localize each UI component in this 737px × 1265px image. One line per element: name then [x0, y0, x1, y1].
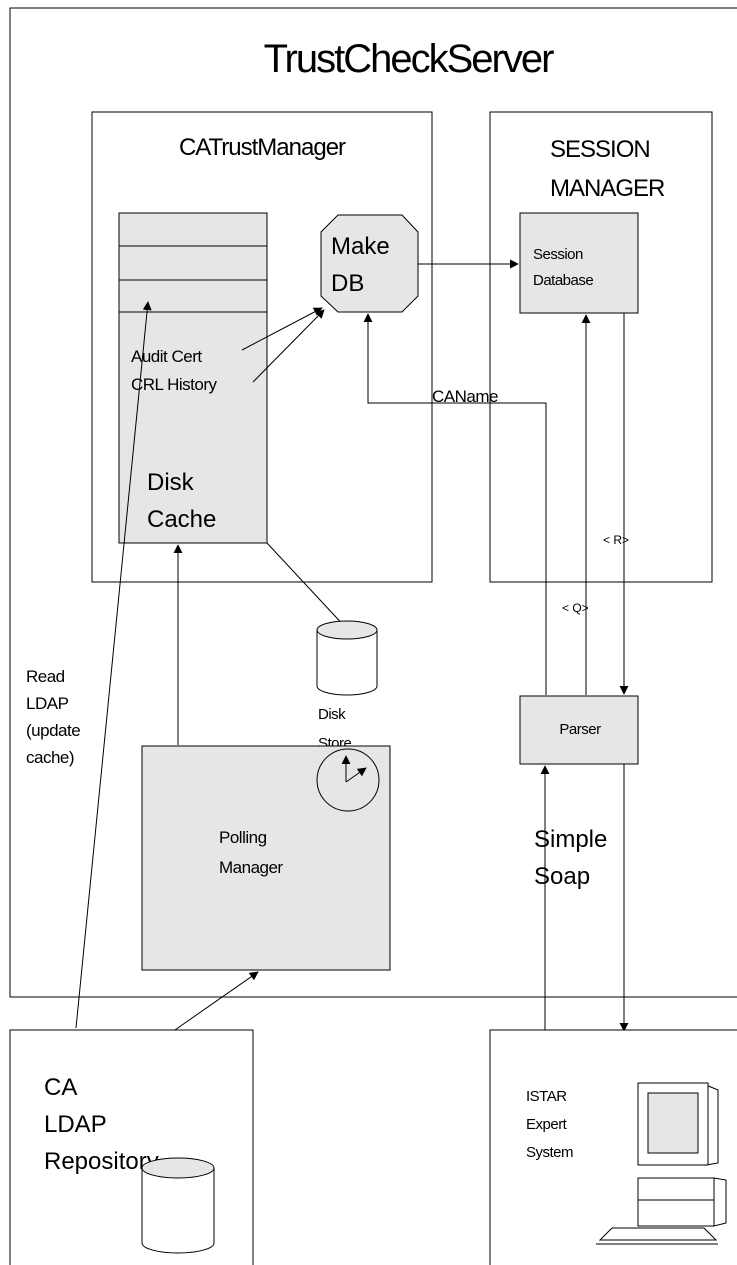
make-db-label-1: Make	[331, 233, 390, 260]
simple-soap-label-2: Soap	[534, 863, 590, 890]
make-db-node	[321, 215, 418, 312]
caname-label: CAName	[432, 387, 498, 406]
read-ldap-label-3: (update	[26, 721, 80, 740]
disk-store-cylinder	[317, 621, 377, 695]
make-db-label-2: DB	[331, 270, 364, 297]
simple-soap-label-1: Simple	[534, 826, 607, 853]
disk-cache-label-1: Disk	[147, 469, 195, 496]
polling-manager-label-1: Polling	[219, 828, 267, 847]
ldap-database-cylinder	[142, 1158, 214, 1253]
crl-history-label: CRL History	[131, 375, 217, 394]
page-title: TrustCheckServer	[264, 37, 555, 81]
istar-label-1: ISTAR	[526, 1088, 567, 1105]
q-label: < Q>	[562, 601, 589, 615]
session-manager-label-2: MANAGER	[550, 175, 665, 202]
polling-manager-label-2: Manager	[219, 858, 283, 877]
r-label: < R>	[603, 533, 629, 547]
ca-ldap-label-2: LDAP	[44, 1111, 107, 1138]
session-db-label-1: Session	[533, 246, 583, 263]
clock-icon	[317, 749, 379, 811]
session-db-label-2: Database	[533, 272, 593, 289]
session-manager-label-1: SESSION	[550, 136, 650, 163]
disk-store-label-1: Disk	[318, 706, 346, 723]
read-ldap-label-2: LDAP	[26, 694, 69, 713]
disk-cache-label-2: Cache	[147, 506, 216, 533]
istar-label-3: System	[526, 1144, 573, 1161]
parser-label: Parser	[559, 721, 601, 738]
read-ldap-label-4: cache)	[26, 748, 74, 767]
read-ldap-label-1: Read	[26, 667, 65, 686]
ca-ldap-label-1: CA	[44, 1074, 77, 1101]
istar-label-2: Expert	[526, 1116, 568, 1133]
ca-trust-manager-label: CATrustManager	[179, 134, 346, 161]
session-database	[520, 213, 638, 313]
